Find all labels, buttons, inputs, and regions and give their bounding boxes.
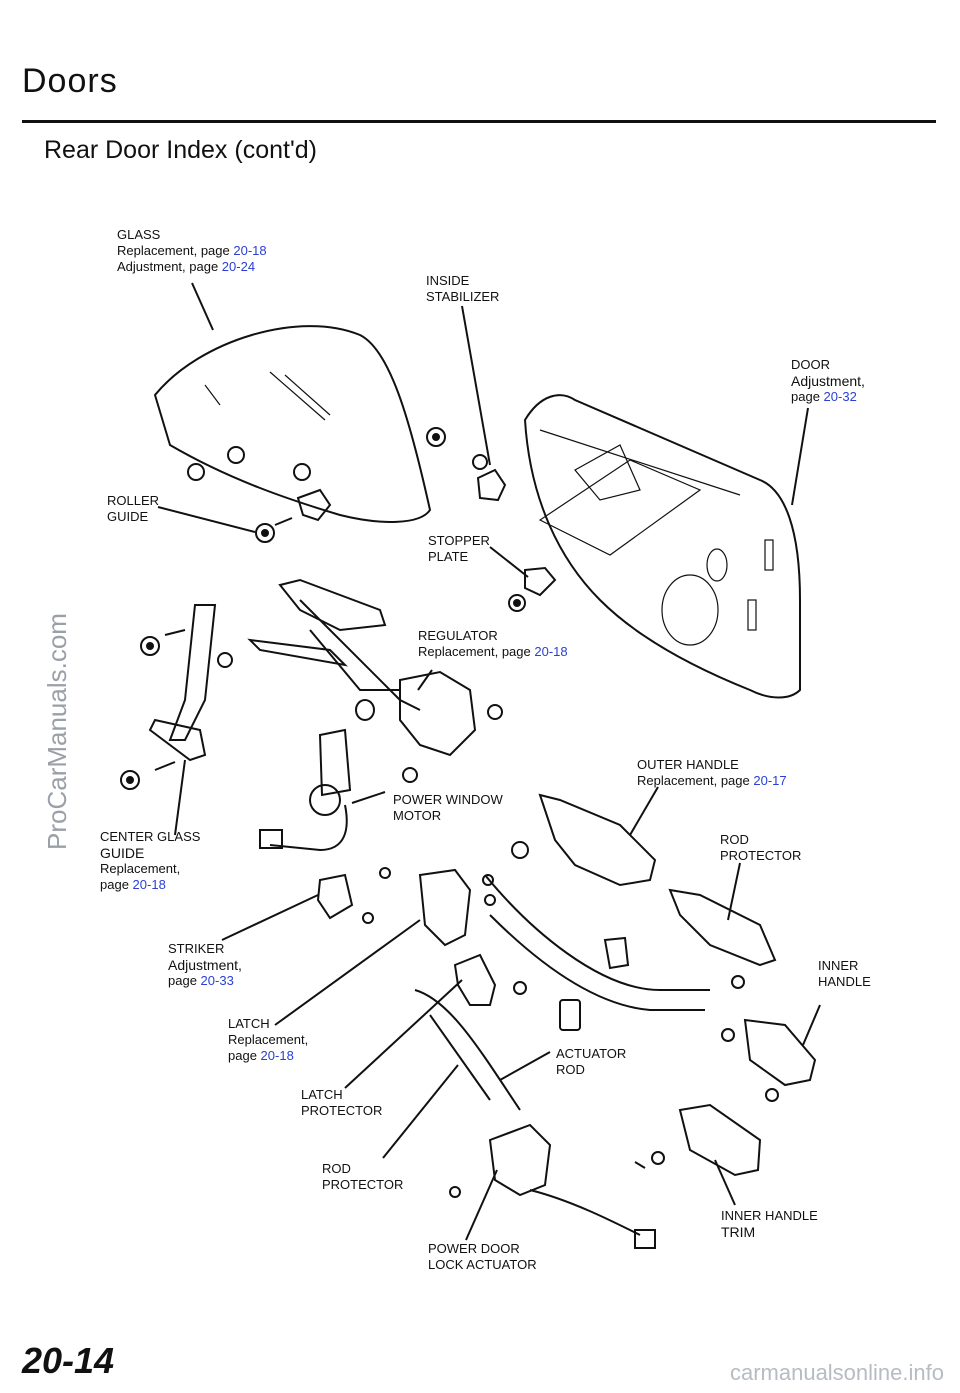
- power-window-motor: [318, 728, 352, 797]
- roller-guide: [255, 523, 275, 543]
- glass-bracket: [296, 488, 332, 522]
- bottom-watermark: carmanualsonline.info: [729, 1360, 944, 1385]
- glass-adjustment-link[interactable]: 20-24: [221, 259, 256, 274]
- glass-bolt-2: [227, 446, 245, 464]
- label-inner-handle: INNER HANDLE: [818, 958, 871, 989]
- inner-handle: [743, 1018, 817, 1087]
- actuator-rod: [559, 999, 581, 1031]
- glass-panel: [153, 325, 432, 523]
- glass-replacement-ref: Replacement, page 20-18: [117, 243, 267, 258]
- door-adjustment-link[interactable]: 20-32: [823, 389, 857, 404]
- label-inside-stabilizer: INSIDE STABILIZER: [426, 273, 500, 304]
- label-stopper-plate: STOPPER PLATE: [428, 533, 490, 564]
- label-center-glass-guide: CENTER GLASS GUIDE Replacement, page 20-…: [100, 829, 201, 892]
- striker-adjustment-link[interactable]: 20-33: [200, 973, 234, 988]
- label-door: DOOR Adjustment, page 20-32: [791, 357, 865, 404]
- door-shell: [523, 394, 801, 699]
- regulator-gearbox: [399, 670, 477, 757]
- label-roller-guide: ROLLER GUIDE: [107, 493, 160, 524]
- inner-handle-assembly: [668, 888, 777, 967]
- label-outer-handle: OUTER HANDLE Replacement, page 20-17: [637, 757, 787, 788]
- center-glass-guide: [168, 604, 217, 741]
- label-inner-handle-trim: INNER HANDLE TRIM: [721, 1208, 818, 1240]
- page-subtitle: Rear Door Index (cont'd): [44, 136, 317, 164]
- label-rod-protector-lower: ROD PROTECTOR: [322, 1161, 404, 1192]
- label-striker: STRIKER Adjustment, page 20-33: [168, 941, 242, 988]
- label-power-window-motor: POWER WINDOW MOTOR: [393, 792, 503, 823]
- header-rule: [22, 120, 936, 123]
- striker: [316, 873, 354, 920]
- window-regulator: [278, 578, 387, 632]
- latch: [418, 868, 472, 947]
- label-actuator-rod: ACTUATOR ROD: [556, 1046, 627, 1077]
- power-door-lock-actuator: [488, 1123, 552, 1197]
- label-glass: GLASS Replacement, page 20-18 Adjustment…: [117, 227, 267, 274]
- outer-handle-replacement-link[interactable]: 20-17: [753, 773, 787, 788]
- center-glass-guide-link[interactable]: 20-18: [132, 877, 166, 892]
- latch-replacement-link[interactable]: 20-18: [260, 1048, 294, 1063]
- label-latch: LATCH Replacement, page 20-18: [228, 1016, 309, 1063]
- label-rod-protector-upper: ROD PROTECTOR: [720, 832, 802, 863]
- glass-bolt-1: [187, 463, 205, 481]
- glass-bolt-3: [293, 463, 311, 481]
- label-regulator: REGULATOR Replacement, page 20-18: [418, 628, 568, 659]
- side-watermark: ProCarManuals.com: [42, 613, 72, 850]
- inner-handle-trim: [678, 1103, 762, 1177]
- section-title: Doors: [22, 62, 118, 100]
- glass-nut: [426, 427, 446, 447]
- outer-handle: [538, 793, 657, 887]
- label-power-door-lock-actuator: POWER DOOR LOCK ACTUATOR: [428, 1241, 537, 1272]
- stopper-plate: [524, 566, 557, 597]
- rods: [484, 874, 710, 991]
- inside-stabilizer: [476, 468, 507, 502]
- regulator-replacement-link[interactable]: 20-18: [534, 644, 568, 659]
- glass-replacement-link[interactable]: 20-18: [233, 243, 267, 258]
- page-number: 20-14: [22, 1340, 115, 1381]
- glass-adjustment-ref: Adjustment, page 20-24: [117, 259, 256, 274]
- label-latch-protector: LATCH PROTECTOR: [301, 1087, 383, 1118]
